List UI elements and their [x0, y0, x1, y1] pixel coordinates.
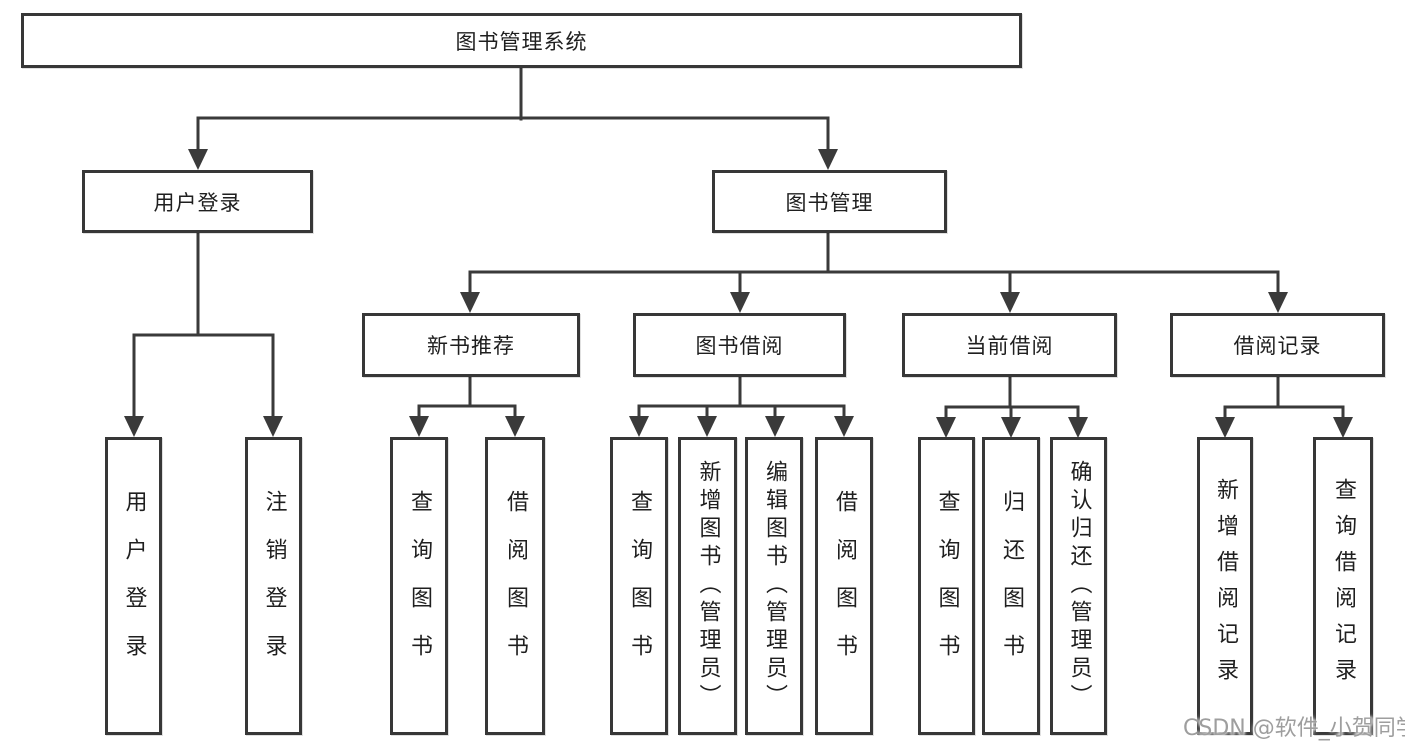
node-label: 当前借阅	[965, 334, 1054, 358]
node-label: 查询图书	[934, 490, 960, 682]
leaf-records-query-borrow-record: 查询借阅记录	[1313, 437, 1373, 735]
node-label: 新增图书（管理员）	[695, 460, 721, 712]
leaf-recommend-borrow-book: 借阅图书	[485, 437, 545, 735]
node-current-borrowing: 当前借阅	[902, 313, 1117, 377]
leaf-current-confirm-return-admin: 确认归还（管理员）	[1050, 437, 1107, 735]
node-label: 用户登录	[121, 490, 147, 682]
node-label: 查询借阅记录	[1331, 478, 1356, 694]
leaf-borrowing-borrow-book: 借阅图书	[815, 437, 873, 735]
leaf-current-return-book: 归还图书	[982, 437, 1040, 735]
node-label: 新增借阅记录	[1213, 478, 1238, 694]
node-book-borrowing: 图书借阅	[633, 313, 846, 377]
node-label: 图书管理	[785, 190, 874, 215]
leaf-records-add-borrow-record: 新增借阅记录	[1197, 437, 1253, 735]
leaf-logout: 注销登录	[245, 437, 302, 735]
leaf-user-login: 用户登录	[105, 437, 162, 735]
leaf-recommend-query-book: 查询图书	[390, 437, 448, 735]
leaf-borrowing-add-book-admin: 新增图书（管理员）	[678, 437, 737, 735]
node-label: 图书借阅	[695, 334, 784, 358]
node-label: 查询图书	[407, 490, 432, 682]
node-library-management-system: 图书管理系统	[21, 13, 1022, 68]
node-new-book-recommend: 新书推荐	[362, 313, 580, 377]
node-label: 借阅图书	[832, 490, 857, 682]
node-label: 图书管理系统	[455, 29, 588, 54]
node-label: 确认归还（管理员）	[1066, 460, 1092, 712]
leaf-borrowing-query-book: 查询图书	[610, 437, 668, 735]
node-label: 编辑图书（管理员）	[762, 460, 787, 712]
leaf-borrowing-edit-book-admin: 编辑图书（管理员）	[745, 437, 803, 735]
leaf-current-query-book: 查询图书	[918, 437, 975, 735]
node-label: 用户登录	[153, 190, 242, 215]
node-label: 新书推荐	[427, 334, 515, 358]
node-label: 借阅记录	[1233, 334, 1322, 358]
node-user-login: 用户登录	[82, 170, 313, 233]
node-label: 归还图书	[999, 490, 1024, 682]
node-label: 借阅图书	[503, 490, 528, 682]
node-label: 查询图书	[627, 490, 652, 682]
node-book-management: 图书管理	[712, 170, 947, 233]
node-label: 注销登录	[261, 490, 287, 682]
node-borrowing-records: 借阅记录	[1170, 313, 1385, 377]
